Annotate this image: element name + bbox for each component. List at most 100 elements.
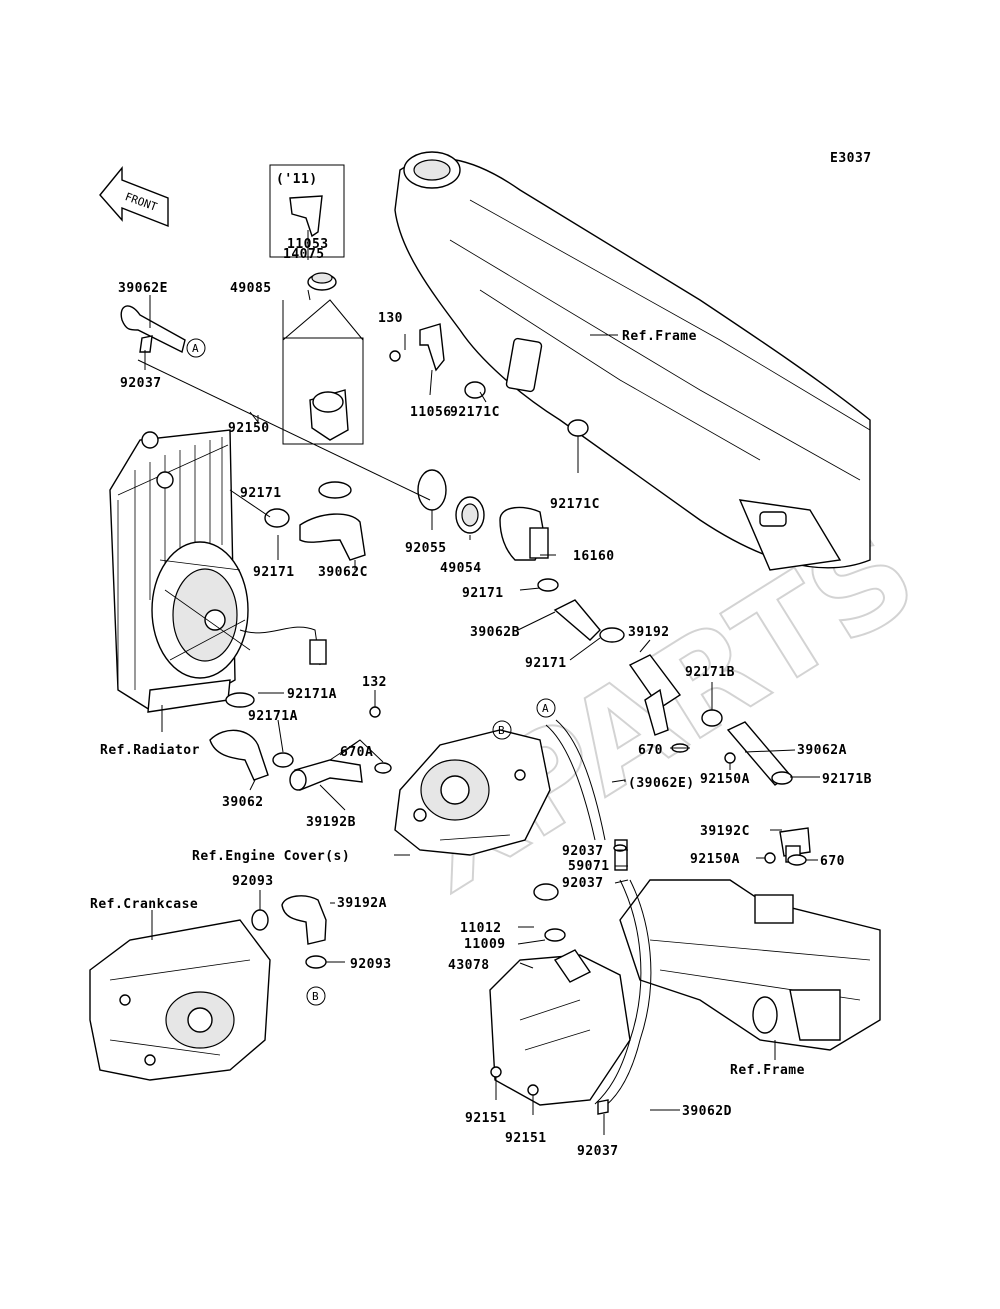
ref-crankcase: Ref.Crankcase [90,897,198,912]
label-130: 130 [378,311,403,326]
box-label: ('11) [276,172,318,187]
label-11012: 11012 [460,921,502,936]
label-92171-b: 92171 [253,565,295,580]
label-670-upper: 670 [638,743,663,758]
label-39062B: 39062B [470,625,520,640]
housing-16160 [499,506,549,561]
label-39062D: 39062D [682,1104,732,1119]
clamps-92171A [225,692,294,768]
label-39062E-ref: (39062E) [628,776,695,791]
seal-92093-b [305,955,327,969]
thermostat-housing-14075 [282,272,364,445]
callout-a-middle: A [536,698,556,718]
label-92150A-upper: 92150A [700,772,750,787]
label-92151-a: 92151 [465,1111,507,1126]
label-16160: 16160 [573,549,615,564]
label-92171B: 92171B [685,665,735,680]
label-92150A-lower: 92150A [690,852,740,867]
label-670-lower: 670 [820,854,845,869]
callout-b-bottom: B [306,986,326,1006]
frame-upper [394,151,871,571]
ref-engine-cover: Ref.Engine Cover(s) [192,849,350,864]
clamp-92171C-b [567,419,589,437]
label-11009: 11009 [464,937,506,952]
label-92171C-a: 92171C [450,405,500,420]
bracket-11056 [419,323,445,372]
label-39192C: 39192C [700,824,750,839]
bolt-132 [369,706,381,718]
label-49085: 49085 [230,281,272,296]
label-92037-mid: 92037 [562,844,604,859]
hose-39062E-long [545,719,606,841]
clamp-92171B [701,709,723,727]
label-39062A: 39062A [797,743,847,758]
fitting-59071 [613,839,628,871]
label-92171B-lower: 92171B [822,772,872,787]
o-ring-670-lower [787,854,807,866]
svg-text:A: A [542,702,549,715]
label-49054: 49054 [440,561,482,576]
reservoir-43078 [489,883,631,1106]
label-92093-a: 92093 [232,874,274,889]
label-92171-a: 92171 [240,486,282,501]
bolt-92150A-lower [764,852,776,864]
bolt-92150A-upper [724,752,736,764]
label-92037-lower: 92037 [562,876,604,891]
label-92171A-b: 92171A [248,709,298,724]
label-11053: 11053 [287,237,329,252]
pipe-39192A [281,895,327,945]
clamp-92037-top [139,335,153,353]
label-39062C: 39062C [318,565,368,580]
label-92093-b: 92093 [350,957,392,972]
label-39192B: 39192B [306,815,356,830]
pipe-39192 [599,627,682,736]
thermostat-49054 [455,496,485,534]
radiator [109,429,327,713]
label-43078: 43078 [448,958,490,973]
svg-text:B: B [312,990,319,1003]
label-92150: 92150 [228,421,270,436]
label-11056: 11056 [410,405,452,420]
label-92171-d: 92171 [525,656,567,671]
hose-39062D [594,879,652,1111]
clamps-92171-left [264,481,352,528]
ref-radiator: Ref.Radiator [100,743,200,758]
seal-92093-a [251,909,269,931]
hose-39062B [537,578,601,641]
label-39192A: 39192A [337,896,387,911]
ref-frame-upper: Ref.Frame [622,329,697,344]
label-14075: 14075 [283,247,325,262]
engine-cover [394,729,551,856]
svg-text:B: B [498,724,505,737]
label-670A: 670A [340,745,373,760]
label-39062: 39062 [222,795,264,810]
crankcase [89,919,271,1081]
ref-frame-lower: Ref.Frame [730,1063,805,1078]
label-92151-b: 92151 [505,1131,547,1146]
hose-39062 [209,729,269,781]
model-year-box: ('11) [269,164,345,258]
callout-a-top: A [186,338,206,358]
bracket-11053 [289,195,323,238]
clamp-92037-bottom [597,1099,609,1115]
clamp-92171B-lower [771,771,793,785]
label-92037-top: 92037 [120,376,162,391]
callout-b-top: B [492,720,512,740]
o-ring-92055 [417,469,447,511]
hose-39062E [120,305,186,354]
diagram-code: E3037 [830,151,872,166]
label-132: 132 [362,675,387,690]
label-92171C-b: 92171C [550,497,600,512]
label-39192: 39192 [628,625,670,640]
o-ring-670A [374,762,392,774]
svg-text:A: A [192,342,199,355]
frame-lower [619,879,881,1051]
pipe-39192B [289,759,363,791]
clamp-92171C-a [464,381,486,399]
label-92037-bottom: 92037 [577,1144,619,1159]
label-92171A-a: 92171A [287,687,337,702]
label-59071: 59071 [568,859,610,874]
label-39062E: 39062E [118,281,168,296]
front-arrow-icon: FRONT [99,166,169,228]
